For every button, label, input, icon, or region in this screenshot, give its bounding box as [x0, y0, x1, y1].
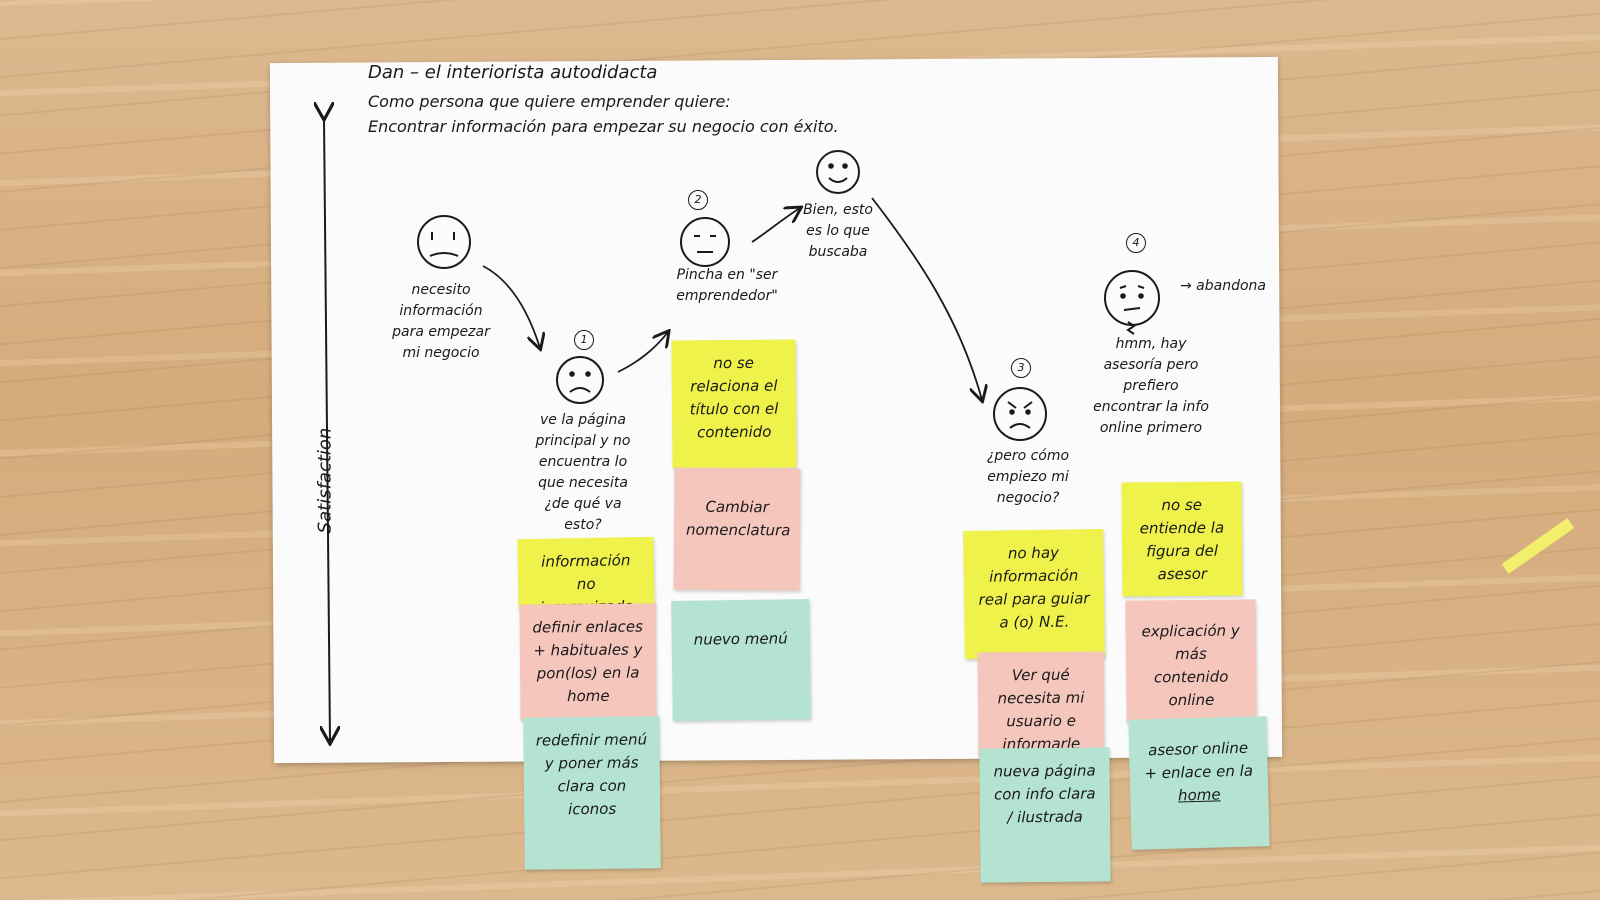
sticky-note-idea: Cambiar nomenclatura: [673, 467, 801, 591]
satisfaction-axis: [324, 118, 330, 742]
journey-arrow: [617, 332, 668, 373]
step-caption: Bien, esto es lo que buscaba: [803, 202, 873, 260]
journey-arrow: [482, 265, 540, 348]
persona-title: Dan – el interiorista autodidacta: [368, 62, 658, 83]
frown-face-icon: [556, 356, 604, 404]
step-caption: ¿pero cómo empiezo mi negocio?: [986, 448, 1070, 506]
neutral-face-icon: [680, 217, 730, 267]
step-number: 2: [688, 190, 708, 210]
step-number: 3: [1011, 358, 1031, 378]
sticky-note-problem: no se entiende la figura del asesor: [1121, 481, 1243, 597]
note-text-underlined: home: [1177, 785, 1221, 805]
sticky-note-problem: no hay información real para guiar a (o)…: [963, 529, 1105, 659]
sticky-note-solution: nueva página con info clara / ilustrada: [979, 747, 1111, 883]
step-caption: ve la página principal y no encuentra lo…: [535, 412, 631, 533]
step-caption: Pincha en "ser emprendedor": [676, 267, 778, 304]
sad-face-icon: [417, 215, 471, 269]
sticky-note-solution: nuevo menú: [671, 599, 811, 721]
step-caption: hmm, hay asesoría pero prefiero encontra…: [1093, 336, 1209, 436]
doubt-face-icon: [1104, 270, 1160, 335]
step-number: 1: [574, 330, 594, 350]
sticky-note-solution: redefinir menú y poner más clara con ico…: [523, 716, 661, 870]
sticky-note-problem: no se relaciona el título con el conteni…: [671, 339, 797, 469]
step-caption: necesito información para empezar mi neg…: [392, 282, 490, 361]
journey-arrow: [751, 208, 800, 243]
journey-arrow: [871, 197, 982, 400]
outcome-label: → abandona: [1180, 278, 1267, 294]
note-text: asesor online + enlace en la: [1144, 738, 1254, 783]
persona-goal: Encontrar información para empezar su ne…: [368, 117, 839, 136]
angry-face-icon: [993, 387, 1047, 441]
sticky-note-idea: definir enlaces + habituales y pon(los) …: [519, 603, 657, 721]
persona-need: Como persona que quiere emprender quiere…: [368, 92, 731, 111]
sticky-note-idea: explicación y más contenido online: [1125, 599, 1257, 723]
sticky-note-problem: información no jerarquizada: [517, 536, 655, 617]
sticky-note-solution: asesor online + enlace en la home: [1128, 716, 1270, 850]
step-number: 4: [1126, 233, 1146, 253]
happy-face-icon: [816, 150, 860, 194]
sticky-note-idea: Ver qué necesita mi usuario e informarle: [977, 651, 1105, 757]
